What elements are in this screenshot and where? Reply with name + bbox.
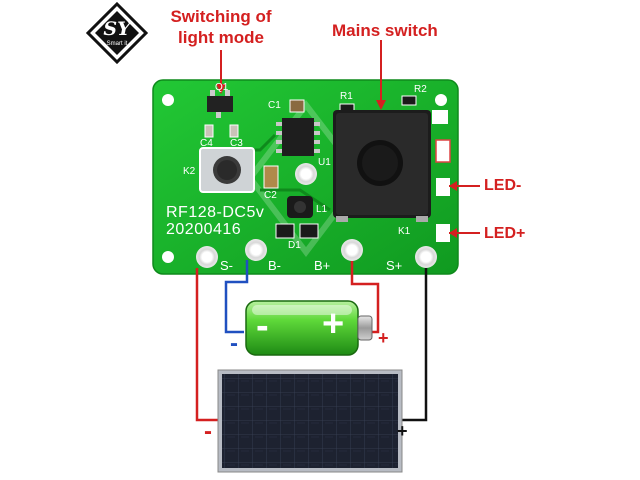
ref-r1: R1 [340,91,353,102]
battery-minus-sign: - [256,305,269,347]
ref-k1: K1 [398,226,411,237]
ref-l1: L1 [316,204,328,215]
battery-plus-sign: + [322,303,345,345]
board-model: RF128-DC5v [166,204,265,221]
logo-text: SY [103,18,131,40]
ref-c4: C4 [200,138,213,149]
ref-d1: D1 [288,240,301,251]
pad-b-minus: B- [268,258,281,273]
ref-k2: K2 [183,166,196,177]
board-date: 20200416 [166,221,242,238]
ref-q1: Q1 [215,82,229,93]
light-mode-line1: Switching of [170,7,272,26]
ref-u1: U1 [318,157,331,168]
logo-subtext: Smart it [106,41,128,47]
pad-s-minus: S- [220,258,233,273]
wire-s-plus [400,268,428,422]
ref-c2: C2 [264,190,277,201]
mains-switch-callout: Mains switch [332,21,438,40]
wire-s-minus [195,268,222,422]
led-plus-label: LED+ [484,225,526,242]
wire-plus-sign: + [378,328,389,348]
solar-panel [217,369,403,473]
ref-r2: R2 [414,84,427,95]
pad-b-plus: B+ [314,258,331,273]
wire-b-minus [224,260,249,334]
wire-b-plus [350,261,380,334]
panel-plus-sign: + [397,421,408,441]
panel-minus-sign: - [204,418,212,445]
brand-logo: SY Smart it [85,1,149,65]
pad-s-plus: S+ [386,258,403,273]
ref-c1: C1 [268,100,281,111]
wire-minus-sign: - [230,330,238,357]
ref-c3: C3 [230,138,243,149]
led-minus-label: LED- [484,177,522,194]
light-mode-line2: light mode [178,28,264,47]
battery [245,300,373,356]
light-mode-callout: Switching of light mode [163,6,279,48]
